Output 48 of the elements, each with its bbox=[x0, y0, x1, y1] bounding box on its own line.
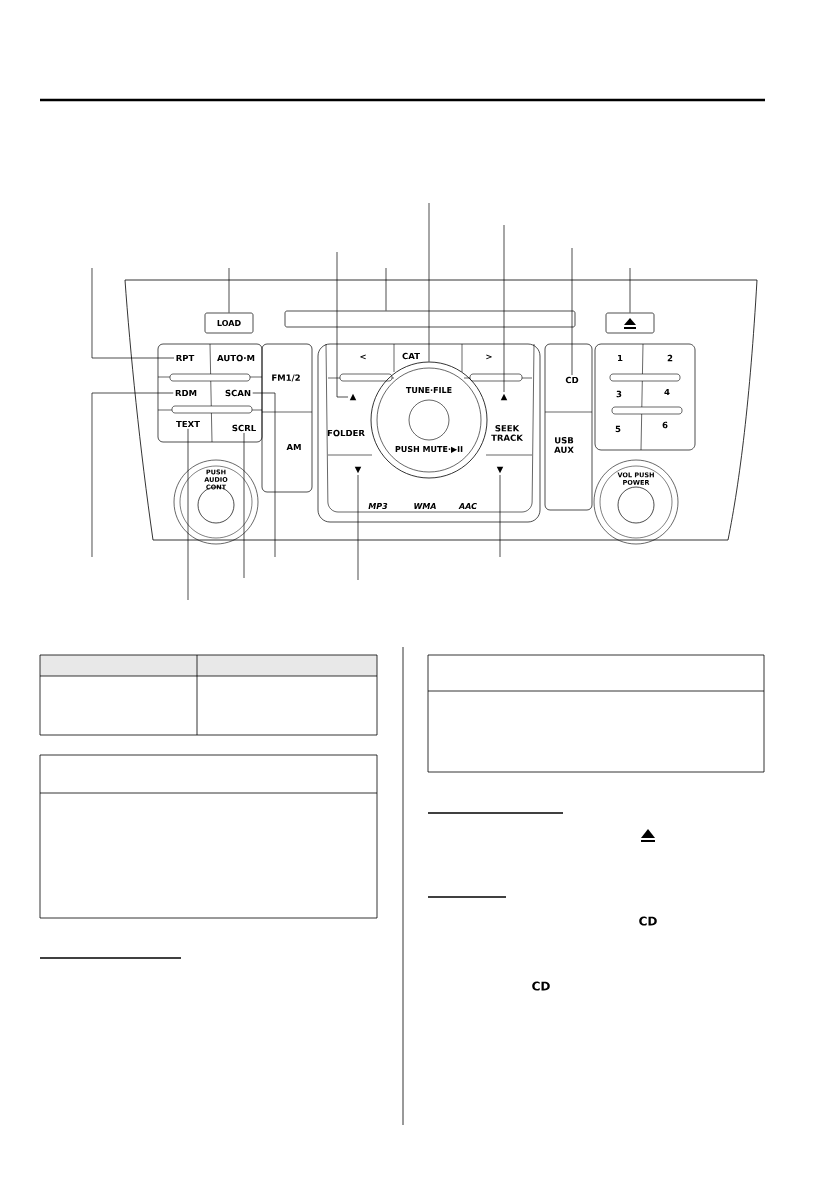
leader-line bbox=[91, 392, 174, 558]
control-label: ▲ bbox=[500, 393, 508, 401]
control-label: < bbox=[360, 354, 366, 360]
format-mark: WMA bbox=[414, 503, 436, 509]
disc-slot bbox=[284, 310, 576, 328]
control-label: 1 bbox=[618, 354, 623, 362]
control-label: ▼ bbox=[354, 466, 362, 474]
leader-line bbox=[91, 267, 175, 359]
control-label: RDM bbox=[175, 389, 197, 397]
format-mark: AAC bbox=[458, 502, 477, 510]
push-button bbox=[605, 312, 655, 334]
control-label: ▼ bbox=[496, 466, 504, 474]
leader-line bbox=[243, 432, 245, 579]
format-mark: MP3 bbox=[368, 502, 388, 510]
control-label: TEXT bbox=[176, 420, 200, 428]
leader-line bbox=[336, 251, 349, 398]
control-label: SCAN bbox=[225, 389, 251, 397]
control-label: AUTO·M bbox=[217, 354, 255, 362]
control-label: 6 bbox=[662, 421, 668, 429]
leader-line bbox=[571, 247, 573, 376]
leader-line bbox=[252, 392, 276, 558]
control-label: CD bbox=[565, 376, 579, 384]
control-label: AM bbox=[286, 443, 301, 451]
control-label: FM1/2 bbox=[272, 374, 300, 382]
control-label: 3 bbox=[616, 390, 622, 398]
push-button: LOAD bbox=[204, 312, 254, 334]
leader-line bbox=[503, 224, 505, 393]
control-label: SEEK TRACK bbox=[491, 425, 524, 441]
control-label: CAT bbox=[402, 352, 420, 360]
control-label: 4 bbox=[664, 388, 670, 396]
leader-line bbox=[499, 474, 501, 558]
button-symbol: CD bbox=[532, 981, 550, 991]
leader-line bbox=[428, 202, 430, 362]
leader-line bbox=[629, 267, 631, 313]
control-label: 5 bbox=[615, 425, 621, 433]
control-label: USB AUX bbox=[554, 437, 574, 453]
control-label: SCRL bbox=[232, 424, 256, 432]
button-symbol: CD bbox=[639, 916, 657, 926]
control-label: > bbox=[486, 354, 492, 360]
control-label: 2 bbox=[667, 354, 673, 362]
control-label: ▲ bbox=[349, 393, 357, 401]
leader-line bbox=[228, 267, 230, 313]
leader-line bbox=[357, 474, 359, 581]
control-label: FOLDER bbox=[327, 429, 365, 437]
rotary-knob: TUNE·FILE PUSH MUTE·▶II bbox=[370, 361, 488, 479]
control-label: RPT bbox=[176, 354, 195, 362]
leader-line bbox=[385, 267, 387, 311]
leader-line bbox=[187, 428, 189, 601]
